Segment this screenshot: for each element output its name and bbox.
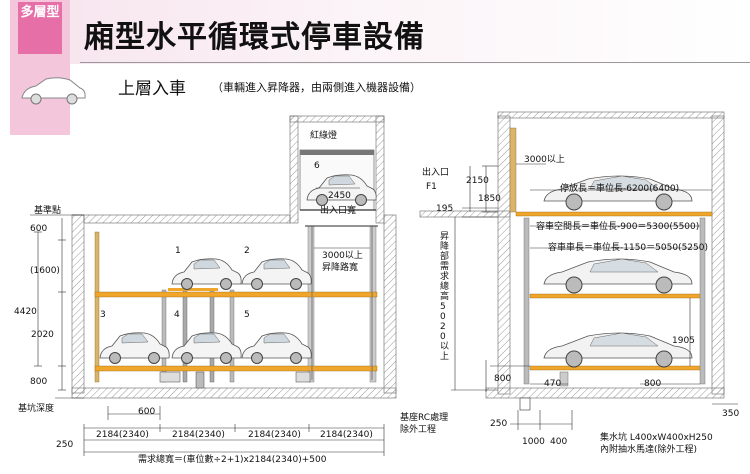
dim-1850: 1850: [478, 194, 501, 204]
dim-250-left: 250: [56, 440, 74, 450]
dim-250-right: 250: [490, 419, 508, 429]
dim-4420: 4420: [14, 307, 37, 317]
span-3: 2184(2340): [248, 430, 301, 440]
dim-195: 195: [436, 204, 454, 214]
shaft-height-label: 昇降部需求總高5020以上: [440, 232, 450, 362]
dim-2450: 2450: [328, 191, 351, 201]
left-dimensions: [30, 187, 385, 456]
slot-3: 3: [100, 310, 106, 320]
left-frame: [94, 225, 378, 383]
slot-5: 5: [244, 310, 250, 320]
ref-point-label: 基準點: [34, 206, 62, 216]
dim-1600: (1600): [30, 266, 60, 276]
traffic-light-label: 紅綠燈: [310, 131, 338, 141]
rc-note-1: 基座RC處理: [400, 413, 449, 423]
dim-600-bottom: 600: [138, 407, 156, 417]
badge-label: 多層型: [18, 2, 62, 54]
parking-length: 停放長＝車位長-6200(6400): [560, 184, 680, 194]
dim-2020: 2020: [31, 330, 54, 340]
right-structure: [419, 111, 725, 411]
dim-800-right-left: 800: [494, 374, 512, 384]
cabin-number: 6: [314, 161, 320, 171]
slot-1: 1: [175, 246, 181, 256]
dim-470: 470: [544, 379, 562, 389]
dim-600-top: 600: [30, 224, 48, 234]
section-note: （車輛進入昇降器，由兩側進入機器設備）: [212, 81, 421, 94]
sump-note: 內附抽水馬達(除外工程): [600, 445, 698, 455]
rc-note-2: 除外工程: [400, 425, 437, 435]
slot-4: 4: [174, 310, 180, 320]
dim-1000: 1000: [522, 437, 545, 447]
right-dimensions: [451, 163, 738, 430]
dim-400: 400: [550, 437, 568, 447]
parked-cars: [99, 258, 312, 364]
slot-2: 2: [244, 246, 250, 256]
total-width-formula: 需求總寬＝(車位數÷2+1)x2184(2340)+500: [138, 455, 327, 465]
span-4: 2184(2340): [320, 430, 373, 440]
page-title: 廂型水平循環式停車設備: [84, 20, 425, 55]
car-thumbnail-icon: [21, 77, 86, 105]
header-band: [70, 0, 750, 64]
floor-label: F1: [426, 182, 437, 192]
dim-1905: 1905: [672, 336, 695, 346]
lift-width-value: 3000以上: [322, 251, 363, 261]
dim-800-right-right: 800: [644, 379, 662, 389]
pit-depth-label: 基坑深度: [18, 404, 55, 414]
dim-3000-right: 3000以上: [524, 155, 565, 165]
dim-2150: 2150: [466, 176, 489, 186]
title-divider: [80, 62, 750, 63]
entrance-width-label: 出入口寬: [320, 206, 357, 216]
side-badge: 多層型: [10, 0, 70, 135]
section-title: 上層入車: [118, 79, 186, 99]
dim-350: 350: [722, 409, 740, 419]
lift-cabin: [299, 149, 377, 211]
clear-length: 容車空間長＝車位長-900＝5300(5500): [536, 222, 700, 232]
car-length: 容車車長＝車位長-1150＝5050(5250): [548, 243, 708, 253]
left-structure: [71, 115, 397, 399]
span-1: 2184(2340): [96, 430, 149, 440]
sump-spec: 集水坑 L400xW400xH250: [600, 433, 713, 443]
span-2: 2184(2340): [172, 430, 225, 440]
base-details: [159, 371, 311, 389]
lift-width-label: 昇降路寬: [322, 263, 359, 273]
dim-800: 800: [30, 377, 48, 387]
side-cars: [543, 175, 693, 368]
entrance-label: 出入口: [422, 168, 450, 178]
